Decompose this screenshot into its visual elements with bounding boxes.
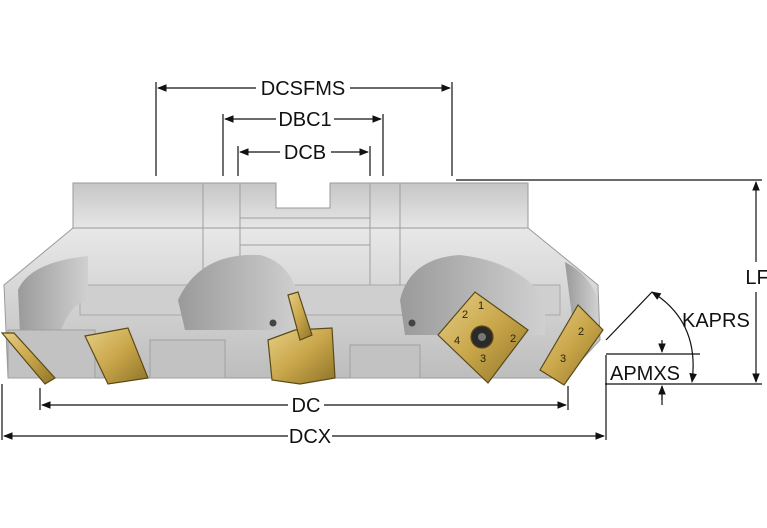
- dimension-lines: [1, 82, 762, 440]
- insert-mark-right-b: 3: [560, 353, 566, 365]
- dimension-labels: DCSFMS DBC1 DCB LF KAPRS APMXS DC DCX: [261, 78, 767, 448]
- insert-mark-right-a: 2: [578, 326, 584, 338]
- dim-kaprs-arc: [651, 291, 697, 383]
- insert-mark-edge-c: 4: [454, 335, 460, 347]
- cutter-hub: [72, 182, 529, 229]
- insert-left-edge: [0, 332, 56, 385]
- insert-center: [267, 327, 336, 385]
- label-dcsfms: DCSFMS: [261, 78, 345, 100]
- insert-center-top: [287, 291, 313, 341]
- label-dc: DC: [292, 395, 321, 417]
- cutter-bottom-steps: [7, 329, 421, 379]
- label-dcx: DCX: [289, 426, 331, 448]
- label-dbc1: DBC1: [278, 109, 331, 131]
- inserts: [0, 291, 604, 386]
- label-lf: LF: [745, 267, 767, 289]
- insert-right: [539, 304, 604, 386]
- insert-mark-center: 1: [478, 300, 484, 312]
- label-dcb: DCB: [284, 142, 326, 164]
- screw-hole-icon: [269, 319, 277, 327]
- insert-marks: 1 2 3 4 2 2 3: [454, 300, 584, 365]
- insert-mark-edge-d: 2: [462, 309, 468, 321]
- screw-hole-icon: [408, 319, 416, 327]
- insert-mark-edge-b: 3: [480, 353, 486, 365]
- label-apmxs: APMXS: [610, 363, 680, 385]
- insert-mark-edge-a: 2: [510, 333, 516, 345]
- label-kaprs: KAPRS: [682, 310, 750, 332]
- insert-left: [84, 327, 149, 385]
- chip-pocket-center-left: [178, 254, 300, 330]
